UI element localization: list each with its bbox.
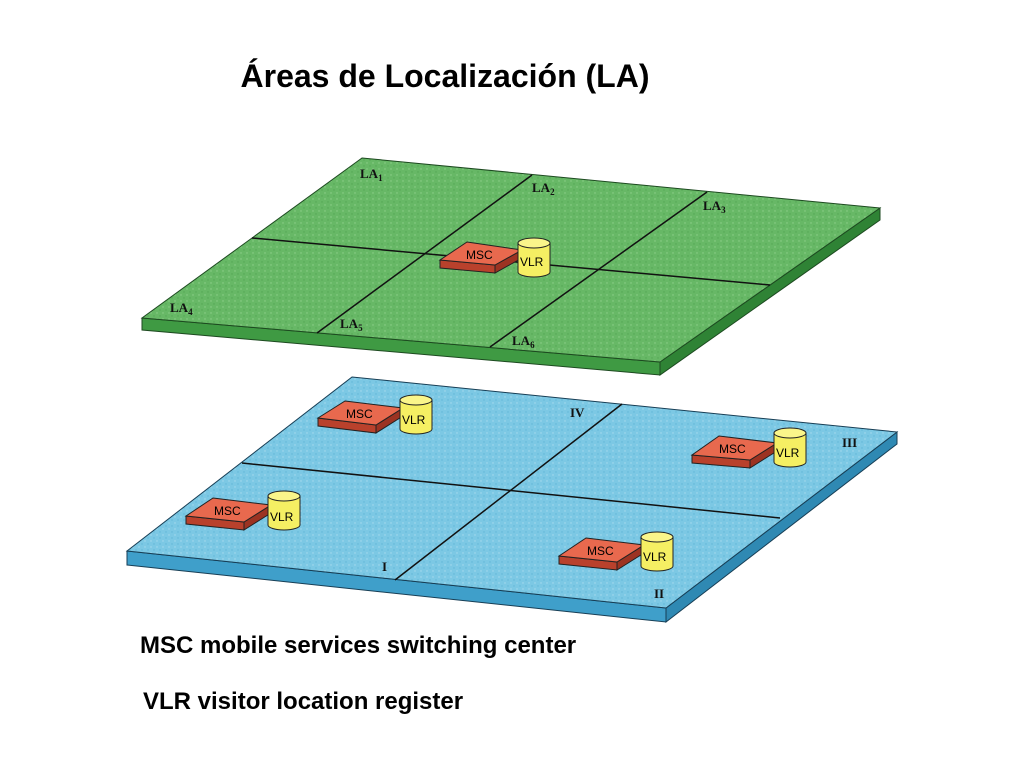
vlr-cylinder-region-iv: VLR [399,394,433,435]
region-label-iv: IV [570,405,585,420]
msc-box-region-iii: MSC [690,435,779,469]
vlr-label: VLR [270,510,294,524]
la-label-3: LA3 [703,198,726,215]
la-label-5: LA5 [340,316,363,333]
region-label-i: I [382,559,387,574]
green-plane: LA1 LA2 LA3 LA4 LA5 LA6 MSC VLR [140,157,882,376]
la-label-6: LA6 [512,333,535,350]
legend-msc: MSC mobile services switching center [140,632,577,659]
vlr-cylinder-region-i: VLR [267,490,301,531]
la-label-1: LA1 [360,166,383,183]
la-label-4: LA4 [170,300,193,317]
msc-label: MSC [214,504,241,518]
msc-box-green: MSC [438,241,524,274]
legend-vlr: VLR visitor location register [143,688,464,715]
msc-label: MSC [466,248,493,262]
msc-label: MSC [346,407,373,421]
la-label-2: LA2 [532,180,555,197]
msc-box-region-iv: MSC [316,400,405,434]
vlr-cylinder-region-ii: VLR [640,531,674,572]
vlr-label: VLR [402,413,426,427]
msc-label: MSC [587,544,614,558]
blue-grid-line [241,462,781,519]
msc-box-region-i: MSC [184,497,273,531]
vlr-cylinder-region-iii: VLR [773,427,807,468]
vlr-label: VLR [520,255,544,269]
vlr-label: VLR [776,446,800,460]
vlr-cylinder-green: VLR [517,237,551,278]
blue-grid-line [394,403,623,581]
blue-plane-top [125,376,899,609]
blue-plane: IV III I II MSC VLR MSC VLR [125,376,899,624]
msc-box-region-ii: MSC [557,537,646,571]
page-title: Áreas de Localización (LA) [240,58,650,94]
region-label-ii: II [654,586,664,601]
vlr-label: VLR [643,550,667,564]
region-label-iii: III [842,435,857,450]
msc-label: MSC [719,442,746,456]
